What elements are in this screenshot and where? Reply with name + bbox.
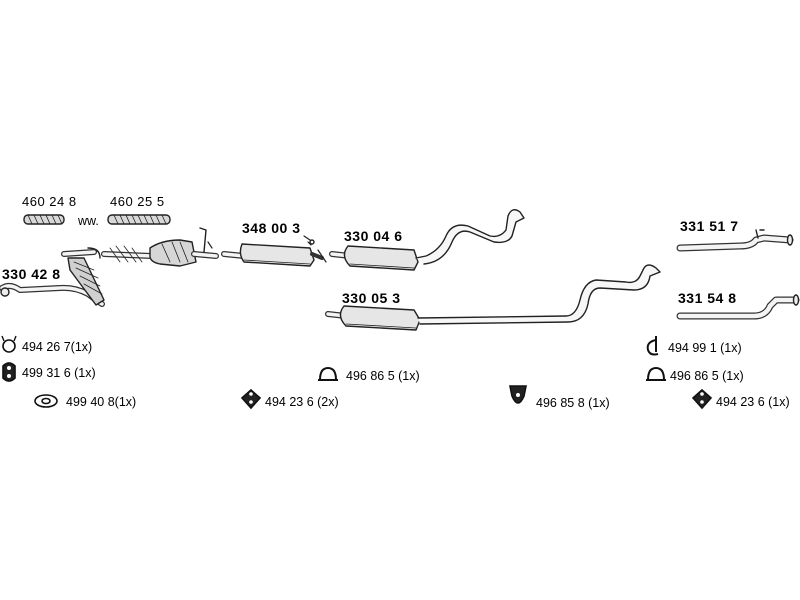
clamp-icon-middle [318, 366, 338, 381]
rubber-block-icon-2x [240, 388, 262, 410]
bracket-icon [646, 336, 659, 356]
rear-muffler-330053-drawing [325, 264, 661, 331]
part-label-330053: 330 05 3 [342, 290, 401, 306]
clamp-ring-icon [1, 335, 17, 353]
fitting-label-496865-middle: 496 86 5 (1x) [346, 369, 420, 383]
fitting-label-499408: 499 40 8(1x) [66, 395, 137, 409]
flex-pipe-460248-drawing [23, 214, 65, 225]
fitting-label-496865-rear: 496 86 5 (1x) [670, 369, 744, 383]
fitting-label-499316: 499 31 6 (1x) [22, 366, 96, 380]
flex-pipe-460255-drawing [107, 214, 171, 225]
fitting-label-494236-2x: 494 23 6 (2x) [265, 395, 339, 409]
clamp-icon-rear [646, 366, 666, 381]
part-label-348003: 348 00 3 [242, 220, 301, 236]
part-label-460255: 460 25 5 [110, 194, 165, 209]
part-label-331517: 331 51 7 [680, 218, 739, 234]
hanger-icon [509, 385, 527, 404]
part-label-330046: 330 04 6 [344, 228, 403, 244]
fitting-label-496858: 496 85 8 (1x) [536, 396, 610, 410]
front-pipe-330428-drawing [0, 247, 105, 307]
part-label-330428: 330 42 8 [2, 266, 61, 282]
fitting-label-494991: 494 99 1 (1x) [668, 341, 742, 355]
tailpipe-331548-drawing [676, 294, 800, 320]
tailpipe-331517-drawing [676, 229, 794, 252]
mounting-rubber-icon [2, 362, 16, 382]
part-label-331548: 331 54 8 [678, 290, 737, 306]
gasket-icon [34, 394, 58, 408]
rubber-block-icon-1x [691, 388, 713, 410]
part-label-460248: 460 24 8 [22, 194, 77, 209]
fitting-label-494267: 494 26 7(1x) [22, 340, 93, 354]
middle-muffler-330046-drawing [329, 209, 525, 271]
front-muffler-348003-drawing [221, 235, 327, 267]
fitting-label-494236-1x: 494 23 6 (1x) [716, 395, 790, 409]
ww-label: ww. [78, 214, 99, 228]
catalyst-drawing [101, 227, 219, 267]
